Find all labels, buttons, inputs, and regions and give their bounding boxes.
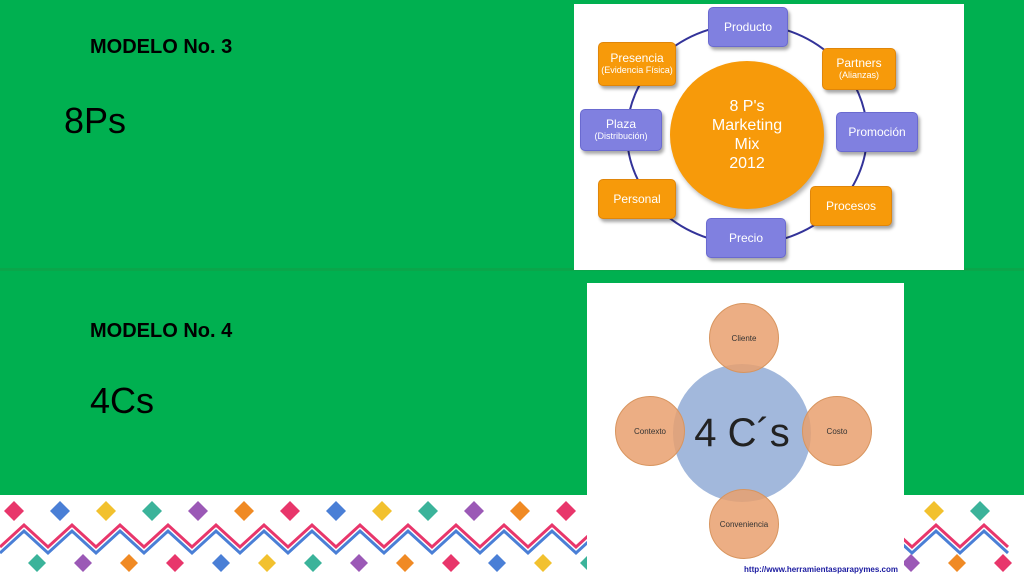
- center-line-2: Marketing: [711, 117, 783, 134]
- node-producto-label: Producto: [723, 19, 773, 34]
- motif-diamond: [350, 554, 368, 572]
- node-promocion-label: Promoción: [848, 124, 906, 139]
- node-personal-label: Personal: [613, 191, 661, 206]
- motif-diamond: [28, 554, 46, 572]
- node-procesos: Procesos: [810, 186, 892, 226]
- motif-diamond: [994, 554, 1012, 572]
- node-presencia-label: Presencia: [610, 51, 664, 65]
- motif-diamond: [4, 501, 24, 521]
- motif-diamond: [948, 554, 966, 572]
- motif-diamond: [924, 501, 944, 521]
- node-partners: Partners (Alianzas): [822, 48, 896, 90]
- motif-diamond: [212, 554, 230, 572]
- center-line-1: 8 P's: [729, 98, 765, 115]
- source-url: http://www.herramientasparapymes.com: [744, 565, 898, 574]
- motif-diamond: [74, 554, 92, 572]
- motif-diamond: [234, 501, 254, 521]
- motif-diamond: [488, 554, 506, 572]
- motif-diamond: [970, 501, 990, 521]
- circle-costo: Costo: [802, 396, 872, 466]
- circle-cliente: Cliente: [709, 303, 779, 373]
- model3-title: 8Ps: [64, 100, 127, 141]
- model3-heading: MODELO No. 3: [90, 36, 233, 58]
- center-line-3: Mix: [734, 136, 760, 153]
- node-partners-label: Partners: [836, 56, 882, 70]
- node-partners-sub: (Alianzas): [838, 70, 879, 80]
- motif-diamond: [396, 554, 414, 572]
- circle-conveniencia: Conveniencia: [709, 489, 779, 559]
- motif-diamond: [50, 501, 70, 521]
- motif-diamond: [142, 501, 162, 521]
- node-presencia-sub: (Evidencia Física): [601, 65, 673, 75]
- node-producto: Producto: [708, 7, 788, 47]
- motif-diamond: [464, 501, 484, 521]
- motif-diamond: [534, 554, 552, 572]
- motif-diamond: [304, 554, 322, 572]
- node-procesos-label: Procesos: [825, 198, 877, 213]
- motif-diamond: [166, 554, 184, 572]
- section-divider: [0, 268, 1024, 271]
- four-cs-diagram: 4 C´s Cliente Costo Conveniencia Context…: [587, 283, 904, 576]
- center-8ps: 8 P's Marketing Mix 2012: [670, 61, 824, 209]
- node-precio: Precio: [706, 218, 786, 258]
- node-promocion: Promoción: [836, 112, 918, 152]
- motif-diamond: [556, 501, 576, 521]
- motif-diamond: [372, 501, 392, 521]
- motif-diamond: [326, 501, 346, 521]
- node-plaza-sub: (Distribución): [594, 131, 648, 141]
- marketing-mix-8p-diagram: 8 P's Marketing Mix 2012 Producto Partne…: [574, 4, 964, 270]
- node-precio-label: Precio: [728, 230, 763, 245]
- center-line-4: 2012: [729, 155, 765, 172]
- motif-diamond: [120, 554, 138, 572]
- node-personal: Personal: [598, 179, 676, 219]
- circle-contexto: Contexto: [615, 396, 685, 466]
- motif-diamond: [258, 554, 276, 572]
- center-4cs: 4 C´s: [673, 364, 811, 502]
- motif-diamond: [442, 554, 460, 572]
- motif-diamond: [418, 501, 438, 521]
- motif-diamond: [902, 554, 920, 572]
- model4-heading: MODELO No. 4: [90, 320, 233, 342]
- motif-diamond: [96, 501, 116, 521]
- motif-diamond: [280, 501, 300, 521]
- motif-diamond: [188, 501, 208, 521]
- node-presencia: Presencia (Evidencia Física): [598, 42, 676, 86]
- motif-diamond: [510, 501, 530, 521]
- model4-title: 4Cs: [90, 380, 155, 421]
- node-plaza: Plaza (Distribución): [580, 109, 662, 151]
- node-plaza-label: Plaza: [605, 117, 637, 131]
